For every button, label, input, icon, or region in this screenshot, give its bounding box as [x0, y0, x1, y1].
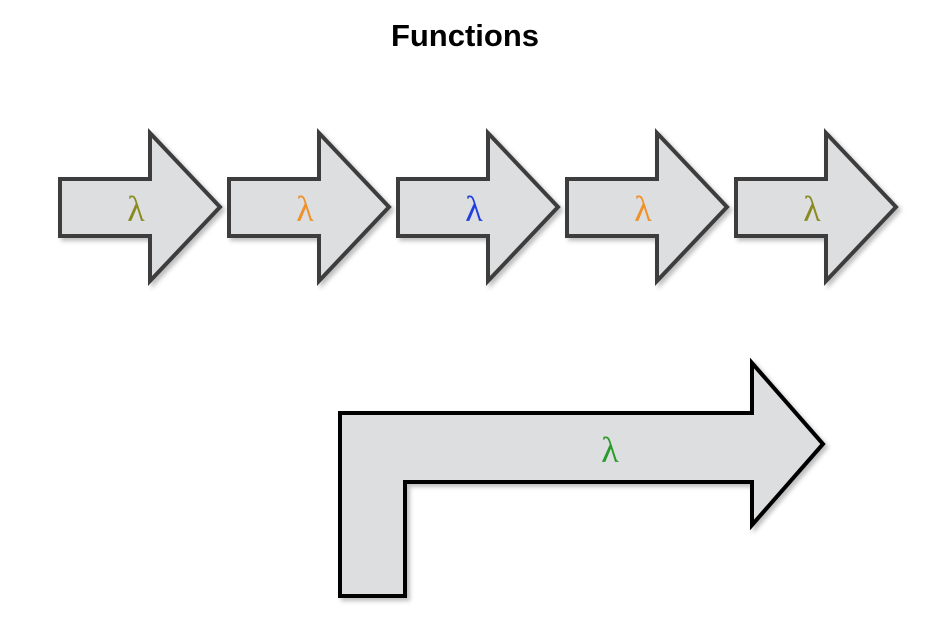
function-arrow-3: λ — [396, 127, 561, 287]
diagram-title: Functions — [390, 18, 540, 53]
lambda-symbol: λ — [601, 430, 619, 470]
arrow-shape — [565, 127, 730, 287]
arrow-shape — [227, 127, 392, 287]
arrow-shape — [734, 127, 899, 287]
function-arrow-5: λ — [734, 127, 899, 287]
function-arrow-4: λ — [565, 127, 730, 287]
composed-function-arrow: λ — [338, 357, 826, 598]
lambda-symbol: λ — [127, 189, 145, 229]
arrow-shape — [58, 127, 223, 287]
arrow-shape — [396, 127, 561, 287]
lambda-symbol: λ — [296, 189, 314, 229]
bent-arrow-shape — [338, 357, 826, 598]
function-arrow-2: λ — [227, 127, 392, 287]
lambda-symbol: λ — [465, 189, 483, 229]
lambda-symbol: λ — [803, 189, 821, 229]
function-arrow-1: λ — [58, 127, 223, 287]
lambda-symbol: λ — [634, 189, 652, 229]
